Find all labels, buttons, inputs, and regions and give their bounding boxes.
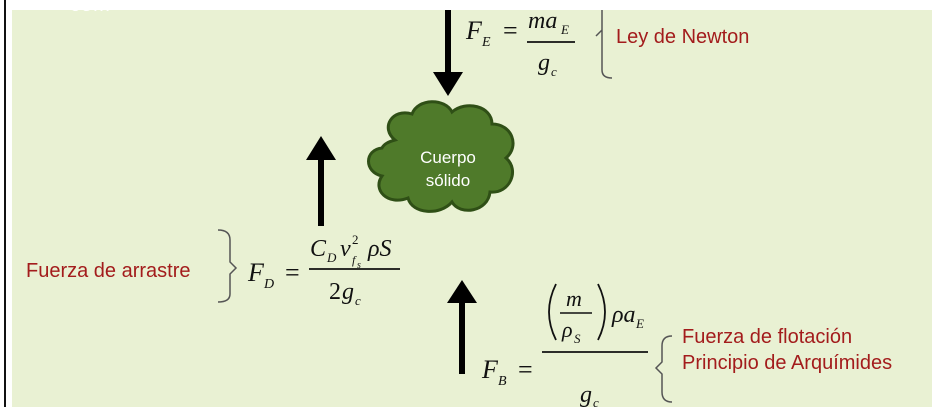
svg-text:ma: ma — [528, 8, 557, 34]
svg-text:g: g — [342, 279, 354, 305]
label-newton: Ley de Newton — [616, 26, 750, 48]
svg-text:=: = — [285, 258, 300, 287]
svg-text:F: F — [247, 258, 265, 287]
equation-buoyancy: F B = m ρ S ρa E g c — [481, 283, 648, 407]
svg-text:g: g — [538, 50, 550, 76]
svg-text:=: = — [503, 16, 518, 45]
cloud-label-line1: Cuerpo — [420, 148, 476, 167]
top-cut-text: com — [70, 0, 111, 16]
bracket-drag — [217, 229, 238, 303]
svg-text:ρS: ρS — [367, 236, 392, 262]
svg-text:ρ: ρ — [561, 317, 573, 342]
label-buoyancy-line1: Fuerza de flotación — [682, 326, 853, 348]
svg-text:D: D — [326, 250, 337, 265]
svg-text:m: m — [566, 286, 582, 311]
down-arrow-weight — [433, 10, 463, 96]
svg-text:D: D — [263, 277, 274, 292]
svg-text:v: v — [340, 236, 351, 262]
svg-text:F: F — [481, 355, 499, 384]
left-border-line — [4, 0, 6, 407]
equation-drag: F D = C D v 2 f s ρS 2 g c — [247, 232, 400, 308]
svg-text:c: c — [551, 64, 557, 79]
svg-text:F: F — [465, 16, 483, 45]
svg-text:2: 2 — [329, 279, 341, 305]
up-arrow-drag — [306, 136, 336, 226]
bracket-buoyancy — [654, 335, 673, 403]
svg-text:B: B — [498, 374, 507, 389]
svg-text:C: C — [310, 236, 327, 262]
svg-text:c: c — [593, 395, 599, 407]
svg-text:S: S — [574, 331, 581, 346]
svg-text:s: s — [357, 260, 361, 271]
solid-body-cloud — [367, 100, 515, 213]
svg-text:E: E — [635, 316, 644, 331]
svg-text:E: E — [481, 35, 491, 50]
svg-text:c: c — [355, 293, 361, 308]
svg-text:g: g — [580, 382, 592, 407]
cloud-label: Cuerpo sólido — [410, 146, 486, 192]
label-drag: Fuerza de arrastre — [26, 260, 191, 282]
label-buoyancy-line2: Principio de Arquímides — [682, 352, 893, 374]
svg-text:=: = — [518, 355, 533, 384]
svg-text:ρa: ρa — [611, 302, 636, 328]
up-arrow-buoyancy — [447, 280, 477, 374]
equation-newton: F E = ma E g c — [465, 8, 575, 79]
svg-text:f: f — [352, 253, 357, 267]
bracket-newton — [595, 10, 613, 79]
cloud-label-line2: sólido — [425, 171, 471, 190]
svg-text:E: E — [560, 22, 569, 37]
svg-text:2: 2 — [352, 232, 359, 247]
